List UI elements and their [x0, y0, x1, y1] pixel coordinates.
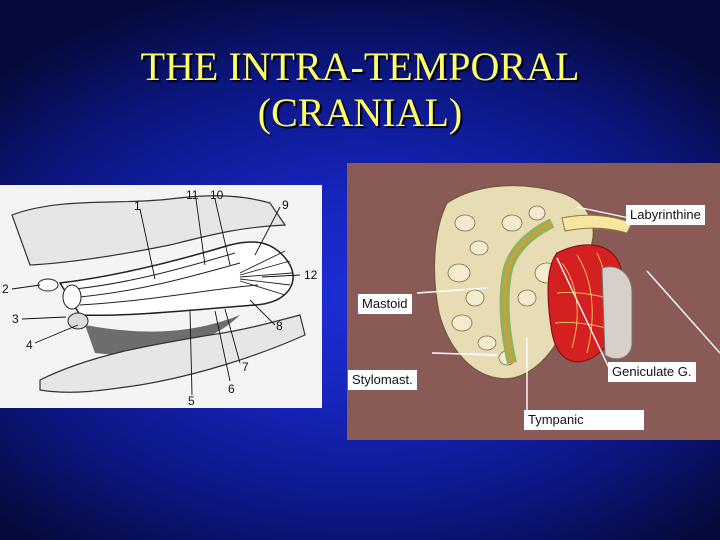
- diagram-number: 2: [2, 282, 9, 296]
- label-tympanic: Tympanic: [524, 410, 644, 430]
- diagram-number: 12: [304, 268, 318, 282]
- diagram-number: 4: [26, 338, 33, 352]
- diagram-number: 6: [228, 382, 235, 396]
- label-geniculate-g: Geniculate G.: [608, 362, 696, 382]
- label-stylomast: Stylomast.: [348, 370, 417, 390]
- title-line-1: THE INTRA-TEMPORAL: [140, 44, 580, 89]
- diagram-number: 11: [186, 188, 199, 202]
- label-labyrinthine: Labyrinthine: [626, 205, 705, 225]
- diagram-number: 8: [276, 319, 283, 333]
- diagram-number: 3: [12, 312, 19, 326]
- facial-canal-line-drawing: 1 11 10 9 12 2 3 4 8 7 6 5: [0, 185, 322, 408]
- left-diagram-numbers: 1 11 10 9 12 2 3 4 8 7 6 5: [2, 188, 318, 408]
- label-mastoid: Mastoid: [358, 294, 412, 314]
- diagram-number: 9: [282, 198, 289, 212]
- diagram-number: 5: [188, 394, 195, 408]
- diagram-number: 10: [210, 188, 224, 202]
- title-line-2: (CRANIAL): [257, 90, 463, 135]
- diagram-number: 1: [134, 199, 141, 213]
- diagram-number: 7: [242, 360, 249, 374]
- facial-canal-illustration: 1 11 10 9 12 2 3 4 8 7 6 5: [0, 185, 322, 408]
- slide-title: THE INTRA-TEMPORAL (CRANIAL): [0, 44, 720, 136]
